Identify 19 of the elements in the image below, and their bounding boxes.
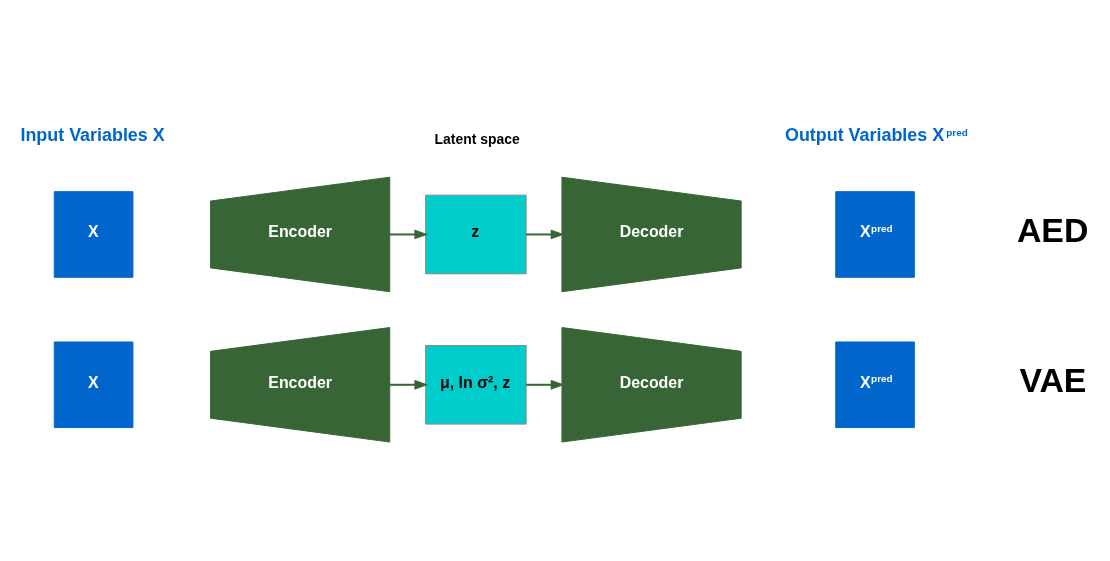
arrow	[525, 229, 565, 239]
label: Input Variables X	[20, 124, 165, 145]
arrow	[388, 229, 429, 239]
node-box: X	[53, 190, 134, 278]
node-box: z	[425, 194, 527, 274]
node-box: Encoder	[210, 176, 391, 292]
node-box: Decoder	[561, 326, 742, 442]
label: Latent space	[434, 130, 520, 147]
node-box: X	[53, 340, 134, 428]
node-box: Decoder	[561, 176, 742, 292]
node-box: Encoder	[210, 326, 391, 442]
node-box: μ, ln σ², z	[425, 344, 527, 425]
node-box: X$^{pred}$	[835, 190, 915, 278]
arrow	[525, 379, 565, 390]
label: VAE	[1019, 360, 1087, 399]
arrow	[388, 379, 429, 390]
label: Output Variables X$^{pred}$	[784, 124, 968, 145]
label: AED	[1016, 210, 1089, 249]
node-box: X$^{pred}$	[835, 340, 915, 428]
